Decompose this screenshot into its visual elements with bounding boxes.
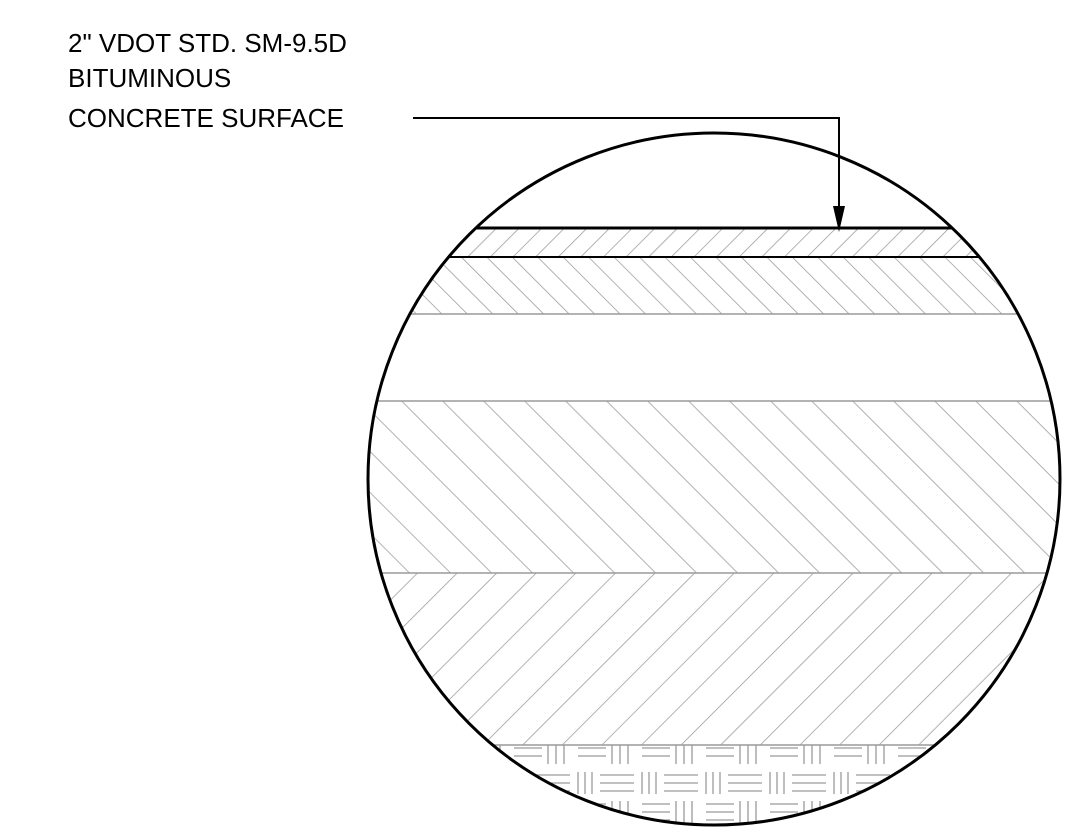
layer-bituminous-surface — [368, 228, 1060, 257]
callout-line-3: CONCRETE SURFACE — [68, 103, 344, 133]
leader-arrowhead — [833, 206, 845, 232]
layer-2 — [368, 257, 1060, 314]
detail-circle — [366, 131, 1062, 827]
callout-line-1: 2" VDOT STD. SM-9.5D — [68, 28, 347, 58]
layer-5 — [368, 573, 1060, 745]
layer-6 — [368, 745, 1060, 825]
layer-stack — [368, 226, 1060, 825]
leader-line — [413, 117, 840, 212]
layer-3 — [368, 314, 1060, 401]
layer-4 — [368, 401, 1060, 573]
callout-line-2: BITUMINOUS — [68, 63, 231, 93]
